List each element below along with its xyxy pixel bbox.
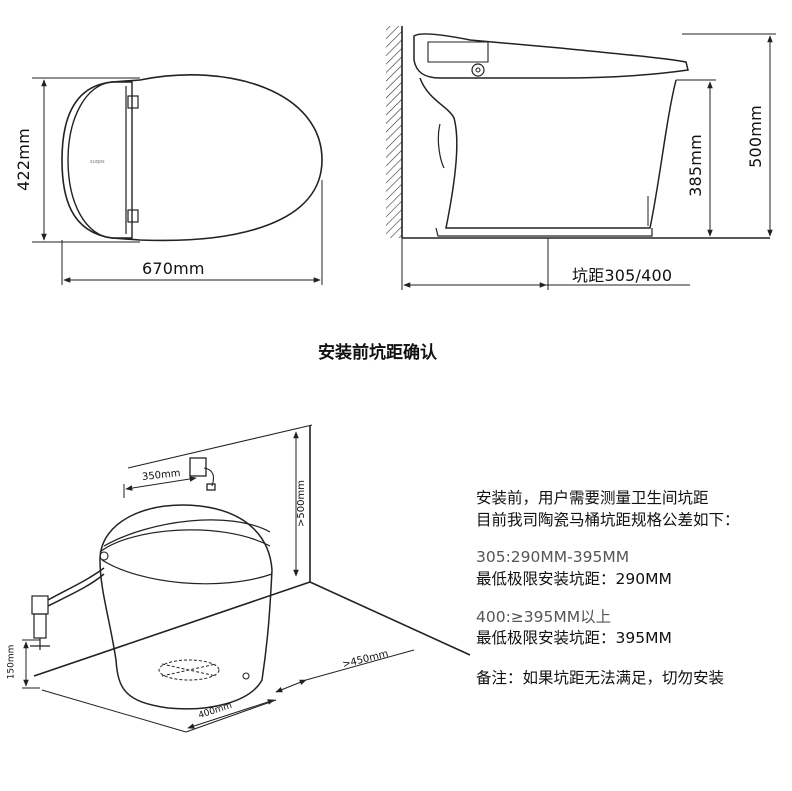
side-outlet-dimension: [676, 79, 716, 237]
iso-socket-distance: [123, 476, 197, 498]
iso-front-width: [41, 689, 277, 733]
iso-valve-height: [22, 639, 40, 689]
wall-socket: [189, 457, 216, 491]
side-height-label: 500mm: [745, 105, 765, 168]
bowl-outline: [61, 74, 323, 242]
remark: 备注：如果坑距无法满足，切勿安装: [476, 669, 725, 687]
side-outlet-label: 385mm: [685, 134, 705, 197]
top-width-label: 670mm: [142, 259, 205, 278]
spec-305-min: 最低极限安装坑距：290MM: [476, 570, 672, 588]
top-depth-dimension: [32, 77, 140, 243]
iso-valve-height-label: 150mm: [6, 644, 17, 680]
side-wall: [386, 26, 403, 238]
room-corner: [33, 424, 471, 677]
iso-side-clearance: [275, 649, 415, 693]
side-pit-dimension: [401, 238, 690, 290]
side-view-toilet: [413, 33, 689, 237]
side-pit-label: 坑距305/400: [572, 266, 673, 285]
note-intro-2: 目前我司陶瓷马桶坑距规格公差如下：: [476, 511, 740, 529]
top-width-dimension: [61, 180, 323, 285]
spec-400-min: 最低极限安装坑距：395MM: [476, 629, 672, 647]
top-view: [61, 74, 323, 242]
top-view-logo: suqos: [90, 159, 105, 165]
seat-tank-outline: [67, 81, 133, 239]
spec-400-range: 400:≥395MM以上: [476, 608, 612, 626]
note-intro-1: 安装前，用户需要测量卫生间坑距: [476, 489, 709, 507]
iso-toilet: [99, 504, 273, 710]
side-height-dimension: [682, 33, 776, 237]
section-title: 安装前坑距确认: [318, 343, 437, 363]
spec-305-range: 305:290MM-395MM: [476, 548, 630, 566]
valve-assembly: [30, 567, 105, 650]
top-depth-label: 422mm: [13, 128, 33, 191]
iso-socket-height-label: >500mm: [295, 480, 307, 527]
